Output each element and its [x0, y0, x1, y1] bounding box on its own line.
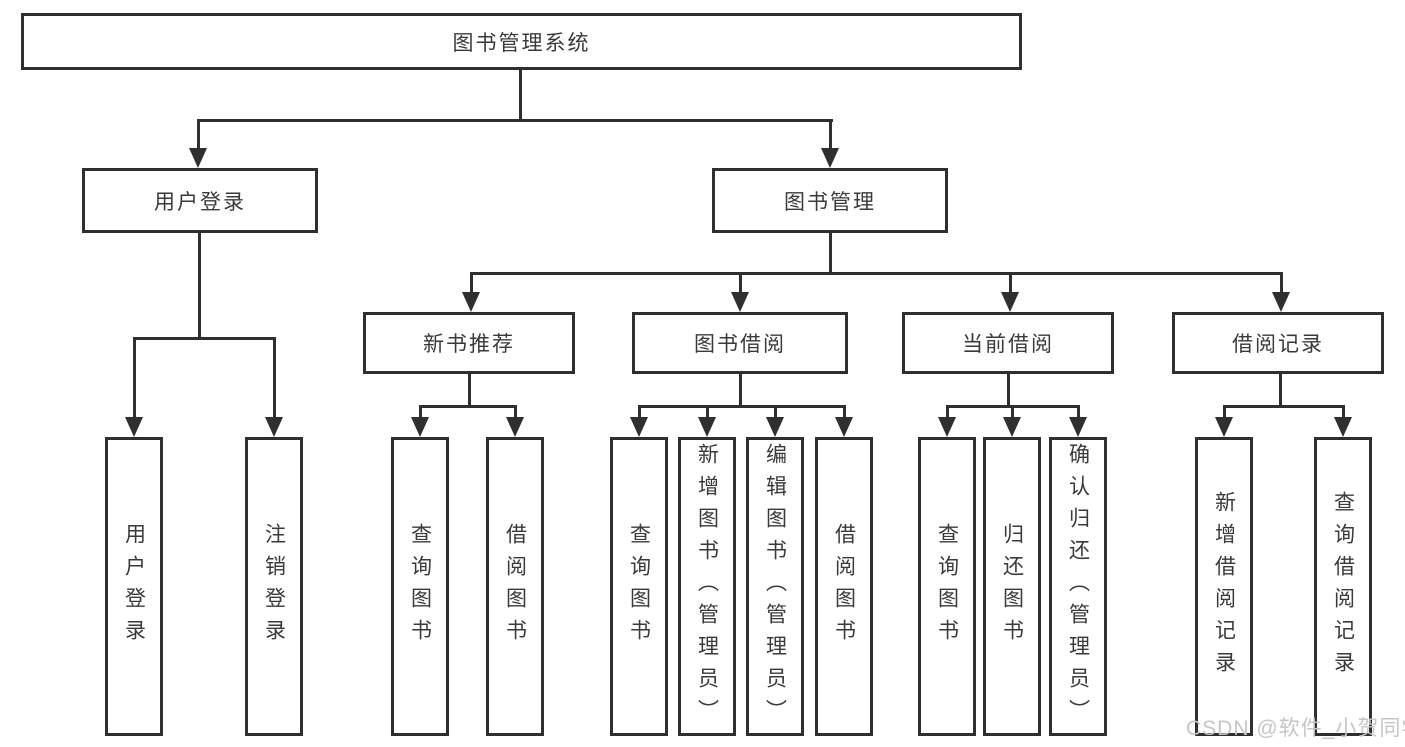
leaf-label: 查询图书	[408, 522, 432, 651]
node-borrowing-records: 借阅记录	[1172, 312, 1384, 374]
connector-line	[829, 119, 832, 152]
connector-line	[1011, 405, 1014, 421]
arrow-down-icon	[938, 417, 956, 437]
leaf-label: 确认归还（管理员）	[1066, 442, 1090, 731]
connector-line	[706, 405, 709, 421]
node-label: 图书管理	[784, 190, 876, 214]
leaf-user-login: 用户登录	[105, 437, 163, 736]
leaf-label: 查询图书	[935, 522, 959, 651]
leaf-borrow-books: 借阅图书	[815, 437, 873, 736]
arrow-down-icon	[731, 292, 749, 312]
connector-line	[197, 119, 200, 152]
leaf-label: 新增借阅记录	[1212, 490, 1236, 683]
leaf-return-book: 归还图书	[983, 437, 1041, 736]
leaf-label: 新增图书（管理员）	[695, 442, 719, 731]
connector-line	[1279, 372, 1282, 407]
node-label: 用户登录	[154, 190, 246, 214]
connector-line	[1342, 405, 1345, 421]
connector-line	[774, 405, 777, 421]
connector-line	[638, 405, 846, 408]
arrow-down-icon	[462, 292, 480, 312]
connector-line	[470, 272, 1283, 275]
connector-line	[829, 231, 832, 275]
leaf-label: 借阅图书	[503, 522, 527, 651]
leaf-label: 归还图书	[1000, 522, 1024, 651]
node-book-management: 图书管理	[712, 168, 948, 233]
node-current-borrowing: 当前借阅	[902, 312, 1114, 374]
connector-line	[198, 231, 201, 339]
arrow-down-icon	[189, 148, 207, 168]
arrow-down-icon	[1001, 292, 1019, 312]
leaf-query-borrow-record: 查询借阅记录	[1314, 437, 1372, 736]
connector-line	[1280, 272, 1283, 296]
leaf-label: 查询图书	[627, 522, 651, 651]
arrow-down-icon	[265, 417, 283, 437]
node-user-login: 用户登录	[82, 168, 318, 233]
connector-line	[419, 405, 422, 421]
arrow-down-icon	[835, 417, 853, 437]
connector-line	[638, 405, 641, 421]
leaf-label: 用户登录	[122, 522, 146, 651]
node-label: 图书借阅	[694, 333, 786, 356]
arrow-down-icon	[698, 417, 716, 437]
connector-line	[1009, 272, 1012, 296]
arrow-down-icon	[1003, 417, 1021, 437]
connector-line	[133, 337, 136, 421]
node-new-book-recommendation: 新书推荐	[363, 312, 575, 374]
node-library-management-system: 图书管理系统	[21, 13, 1022, 70]
arrow-down-icon	[1272, 292, 1290, 312]
arrow-down-icon	[766, 417, 784, 437]
arrow-down-icon	[506, 417, 524, 437]
connector-line	[1007, 372, 1010, 407]
arrow-down-icon	[1215, 417, 1233, 437]
arrow-down-icon	[630, 417, 648, 437]
connector-line	[519, 70, 522, 122]
arrow-down-icon	[411, 417, 429, 437]
leaf-label: 借阅图书	[832, 522, 856, 651]
leaf-edit-book-admin: 编辑图书（管理员）	[746, 437, 804, 736]
node-label: 新书推荐	[423, 333, 515, 356]
leaf-label: 查询借阅记录	[1331, 490, 1355, 683]
leaf-label: 编辑图书（管理员）	[763, 442, 787, 731]
connector-line	[739, 372, 742, 407]
csdn-watermark: CSDN @软件_小贺同学	[1186, 717, 1405, 740]
leaf-query-books-recommend: 查询图书	[391, 437, 449, 736]
connector-line	[419, 405, 517, 408]
connector-line	[273, 337, 276, 421]
connector-line	[1223, 405, 1226, 421]
leaf-borrow-books-recommend: 借阅图书	[486, 437, 544, 736]
node-label: 图书管理系统	[452, 31, 591, 55]
connector-line	[843, 405, 846, 421]
connector-line	[514, 405, 517, 421]
leaf-query-books-current: 查询图书	[918, 437, 976, 736]
arrow-down-icon	[1334, 417, 1352, 437]
leaf-add-borrow-record: 新增借阅记录	[1195, 437, 1253, 736]
leaf-confirm-return-admin: 确认归还（管理员）	[1049, 437, 1107, 736]
arrow-down-icon	[1069, 417, 1087, 437]
connector-line	[946, 405, 949, 421]
leaf-logout: 注销登录	[245, 437, 303, 736]
connector-line	[133, 337, 276, 340]
arrow-down-icon	[125, 417, 143, 437]
leaf-query-books-borrowing: 查询图书	[610, 437, 668, 736]
arrow-down-icon	[821, 148, 839, 168]
leaf-label: 注销登录	[262, 522, 286, 651]
connector-line	[468, 372, 471, 407]
connector-line	[1077, 405, 1080, 421]
leaf-add-book-admin: 新增图书（管理员）	[678, 437, 736, 736]
node-label: 当前借阅	[962, 333, 1054, 356]
node-label: 借阅记录	[1232, 333, 1324, 356]
connector-line	[198, 119, 833, 122]
connector-line	[739, 272, 742, 296]
connector-line	[1223, 405, 1345, 408]
node-book-borrowing: 图书借阅	[632, 312, 848, 374]
connector-line	[470, 272, 473, 296]
